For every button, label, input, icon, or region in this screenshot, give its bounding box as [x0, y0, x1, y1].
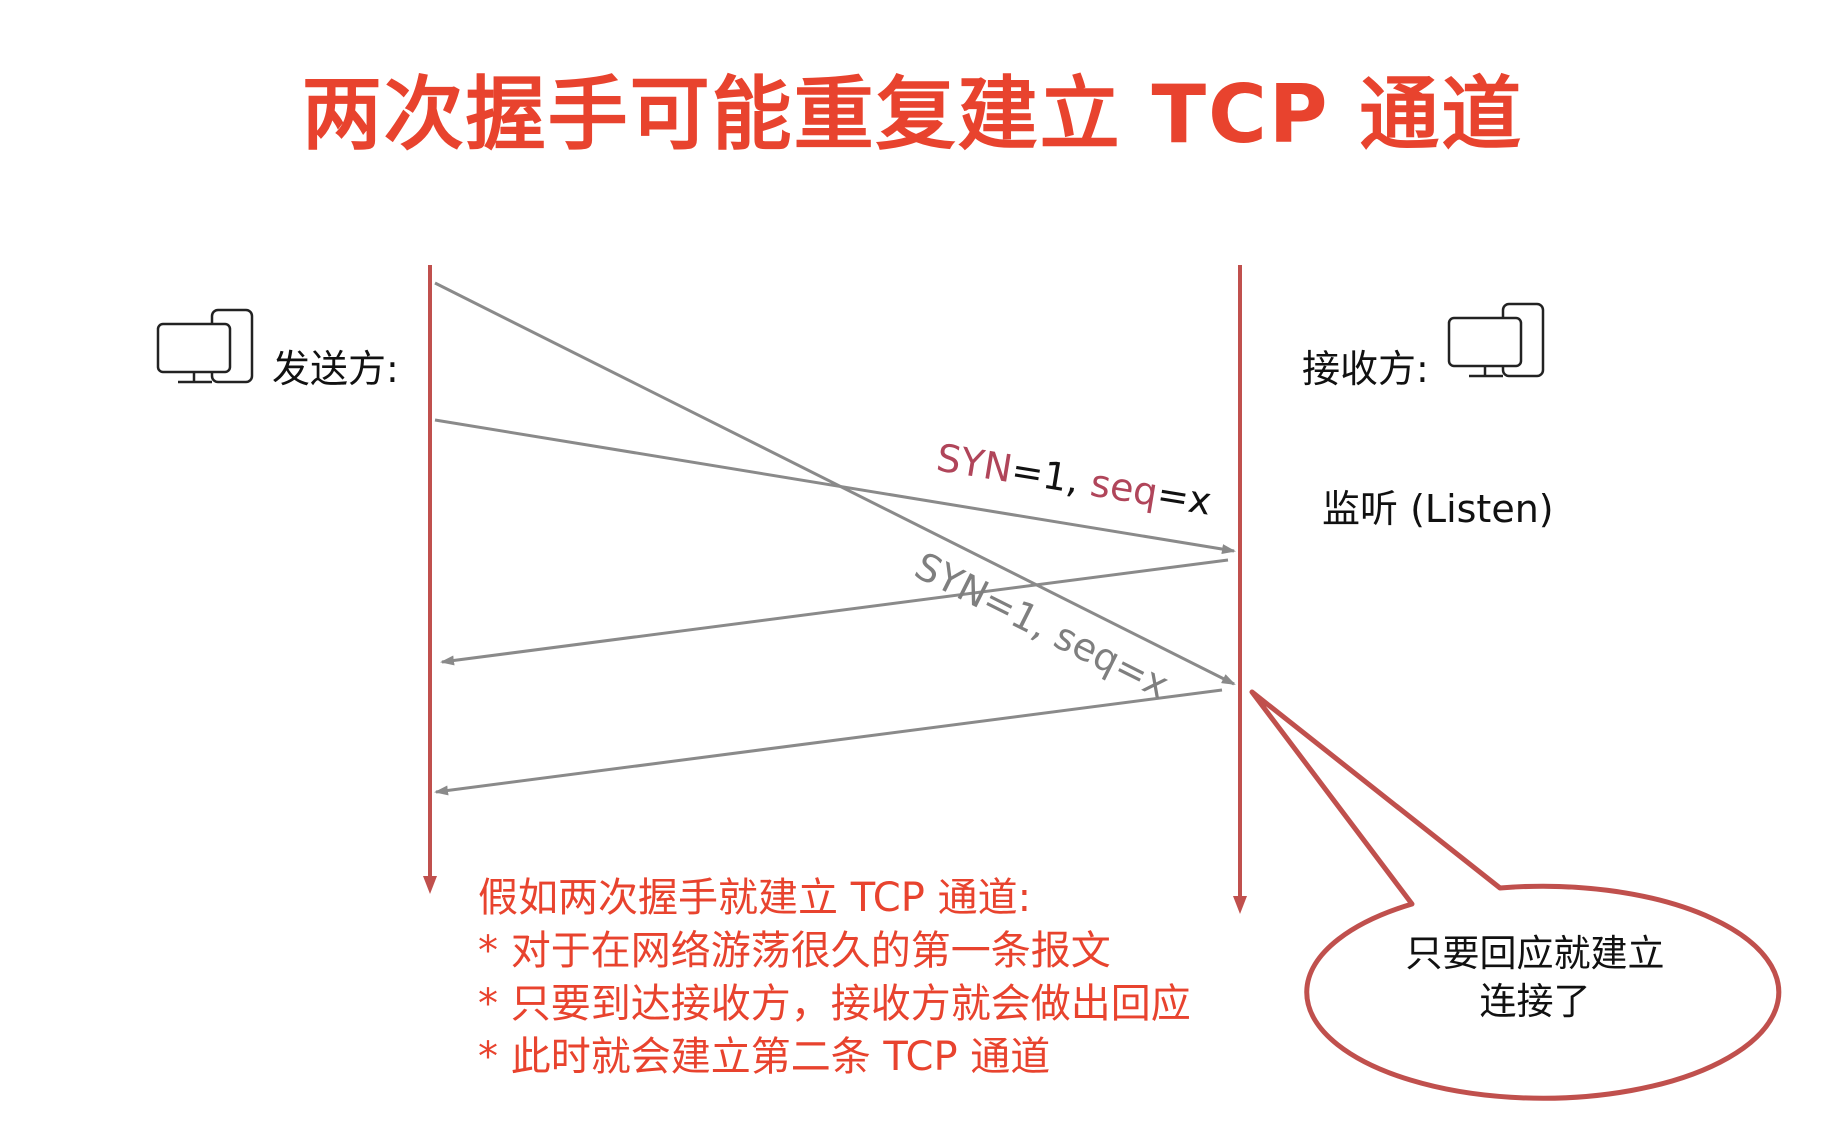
arrow-reply-2: [434, 688, 1223, 796]
receiver-label: 接收方:: [1302, 347, 1429, 391]
note-line: * 此时就会建立第二条 TCP 通道: [478, 1034, 1051, 1080]
note-line: * 只要到达接收方，接收方就会做出回应: [478, 981, 1191, 1027]
arrow-reply-1: [440, 558, 1229, 666]
receiver-state-label: 监听 (Listen): [1322, 487, 1554, 531]
syn-label-old: SYN=1, seq=x: [908, 544, 1176, 708]
receiver-computer-icon: [1447, 302, 1545, 378]
note-line: * 对于在网络游荡很久的第一条报文: [478, 928, 1111, 974]
callout-text: 只要回应就建立 连接了: [1310, 930, 1760, 1026]
callout-bubble: [1249, 689, 1782, 1101]
sender-computer-icon: [156, 308, 254, 384]
sender-label: 发送方:: [272, 347, 399, 391]
explanation-note: 假如两次握手就建立 TCP 通道: * 对于在网络游荡很久的第一条报文 * 只要…: [478, 872, 1191, 1084]
note-line: 假如两次握手就建立 TCP 通道:: [478, 875, 1032, 921]
arrow-new-syn: [434, 418, 1236, 554]
page-title: 两次握手可能重复建立 TCP 通道: [301, 68, 1524, 161]
syn-label-new: SYN=1, seq=x: [934, 435, 1215, 523]
callout-line: 连接了: [1479, 980, 1591, 1023]
callout-line: 只要回应就建立: [1405, 932, 1665, 975]
arrow-old-syn: [434, 281, 1236, 686]
